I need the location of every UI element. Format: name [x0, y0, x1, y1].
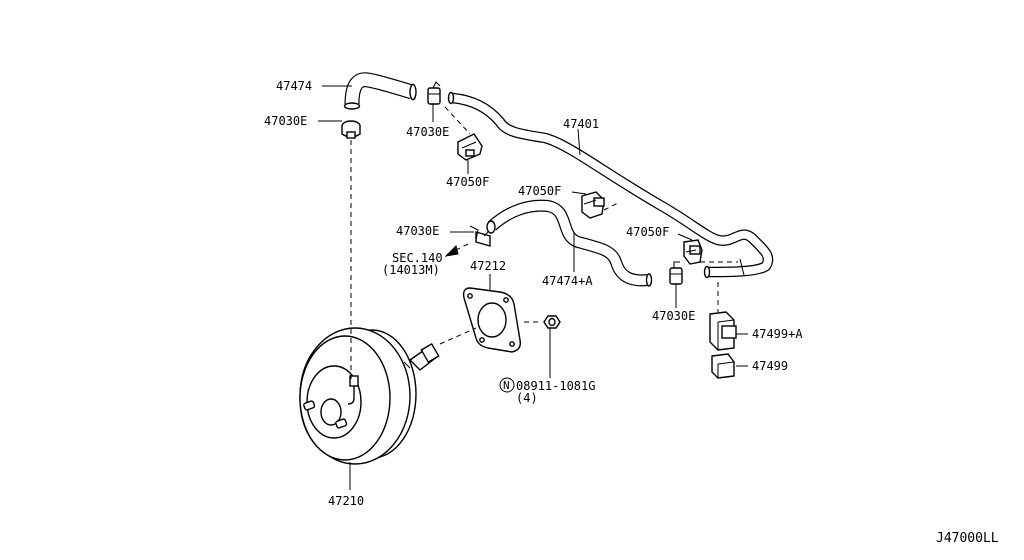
label-47401: 47401 — [563, 117, 599, 131]
label-47474a: 47474+A — [542, 274, 593, 288]
connector-47050f-left[interactable] — [457, 133, 483, 161]
label-47212: 47212 — [470, 259, 506, 273]
label-47030e-top: 47030E — [406, 125, 449, 139]
connector-47050f-mid[interactable] — [581, 191, 605, 219]
hose-47474[interactable] — [343, 72, 417, 110]
brake-booster-47210[interactable] — [299, 327, 440, 465]
leader-lines — [318, 85, 748, 490]
hose-47401[interactable] — [447, 91, 774, 279]
clamp-47030e-top[interactable] — [427, 81, 441, 105]
label-47030e-left: 47030E — [264, 114, 307, 128]
label-47499: 47499 — [752, 359, 788, 373]
label-47050f-right: 47050F — [626, 225, 669, 239]
label-nut-qty: (4) — [516, 391, 538, 405]
label-sec-14013m: (14013M) — [382, 263, 440, 277]
label-08911-1081g: 08911-1081G — [516, 379, 595, 393]
label-47499a: 47499+A — [752, 327, 803, 341]
label-47474: 47474 — [276, 79, 312, 93]
label-47050f-mid: 47050F — [518, 184, 561, 198]
clamp-47030e-mid[interactable] — [469, 225, 491, 247]
label-47030e-right: 47030E — [652, 309, 695, 323]
clamp-47030e-left[interactable] — [341, 120, 361, 139]
nut-08911[interactable] — [543, 315, 561, 329]
connector-47050f-right[interactable] — [683, 239, 703, 265]
clamp-47030e-right[interactable] — [669, 261, 683, 285]
assembly-lines — [350, 106, 738, 380]
hose-47474a[interactable] — [486, 199, 653, 287]
label-47210: 47210 — [328, 494, 364, 508]
diagram-id: J47000LL — [936, 531, 999, 546]
nut-callout: N 08911-1081G (4) — [499, 377, 595, 405]
gasket-47212[interactable] — [462, 287, 522, 353]
label-47050f-left: 47050F — [446, 175, 489, 189]
valve-47499a[interactable] — [709, 311, 737, 351]
sec-arrow — [444, 243, 469, 257]
label-sec-140: SEC.140 — [392, 251, 443, 265]
nut-marker: N — [503, 379, 510, 392]
label-47030e-mid: 47030E — [396, 224, 439, 238]
valve-47499[interactable] — [711, 353, 735, 379]
